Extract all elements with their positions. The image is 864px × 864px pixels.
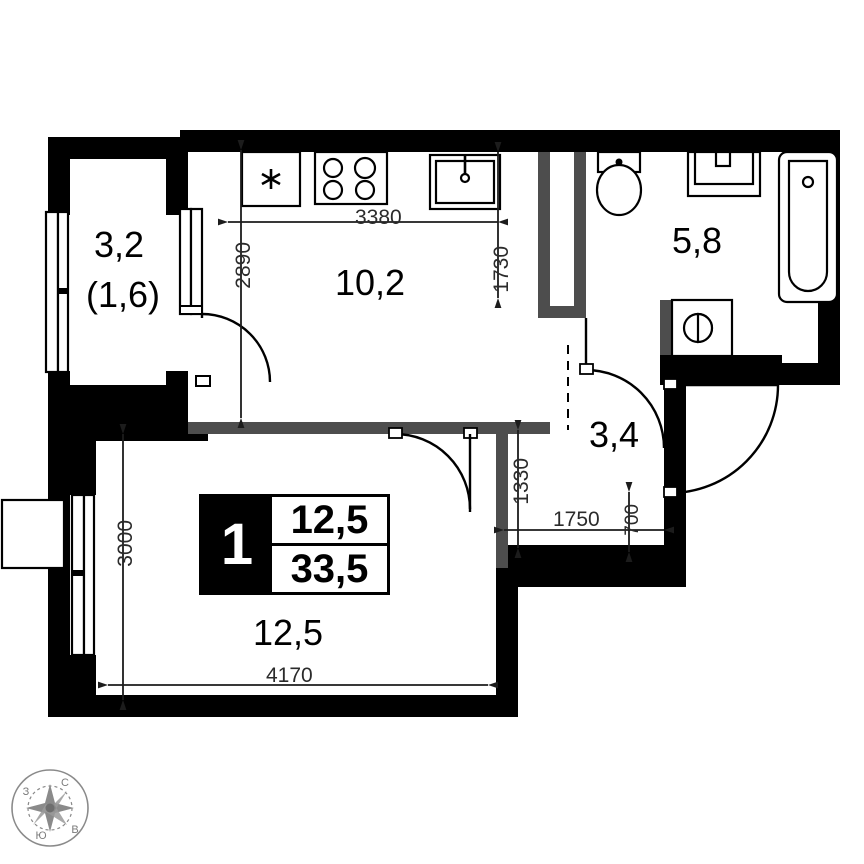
compass-rose-icon: С В Ю З [11,769,89,847]
window-loggia-outer [44,210,70,374]
asterisk-icon [261,169,281,189]
living-area-value: 12,5 [272,497,387,546]
total-area-value: 33,5 [290,546,369,591]
dim-kitchen-width: 3380 [355,206,402,229]
sink-icon [428,153,502,211]
bathroom-fixtures [595,150,839,358]
compass-south: Ю [35,830,46,842]
windows [0,207,204,657]
dim-kitchen-right: 1730 [490,246,513,293]
exterior-box [0,498,66,570]
dim-hall-width: 1750 [553,508,600,531]
apartment-summary-badge: 1 12,5 33,5 [199,494,390,595]
door-entrance [669,383,780,495]
door-loggia [201,312,272,383]
door-bathroom [585,368,666,449]
washbasin-icon [686,150,762,198]
dim-living-width: 4170 [266,664,313,687]
wm-niche-wall [660,355,782,377]
bathtub-icon [777,150,839,304]
room-label-loggia-area: 3,2 [94,224,145,265]
room-label-kitchen-area: 10,2 [335,262,406,303]
room-label-loggia-coef: (1,6) [86,274,161,315]
compass-north: С [61,777,69,789]
room-count: 1 [202,497,272,592]
window-living-room [70,493,96,657]
kitchen-fixtures [240,150,502,211]
window-loggia-inner [178,207,204,316]
compass-east: В [71,824,78,836]
dim-kitchen-depth: 2890 [232,242,255,289]
dim-hall-right: 700 [622,504,643,536]
washing-machine-icon [670,298,734,358]
doors [195,312,780,512]
dimension-lines [98,140,674,710]
area-figures: 12,5 33,5 [272,497,387,592]
dim-living-depth: 3000 [114,520,137,567]
room-label-bathroom-area: 5,8 [672,220,723,261]
dim-hall-depth: 1330 [510,458,533,505]
room-label-living-area: 12,5 [253,612,324,653]
compass-west: З [23,786,30,798]
toilet-icon [595,150,643,217]
room-label-hall-area: 3,4 [589,414,640,455]
door-kitchen-living [394,432,472,510]
